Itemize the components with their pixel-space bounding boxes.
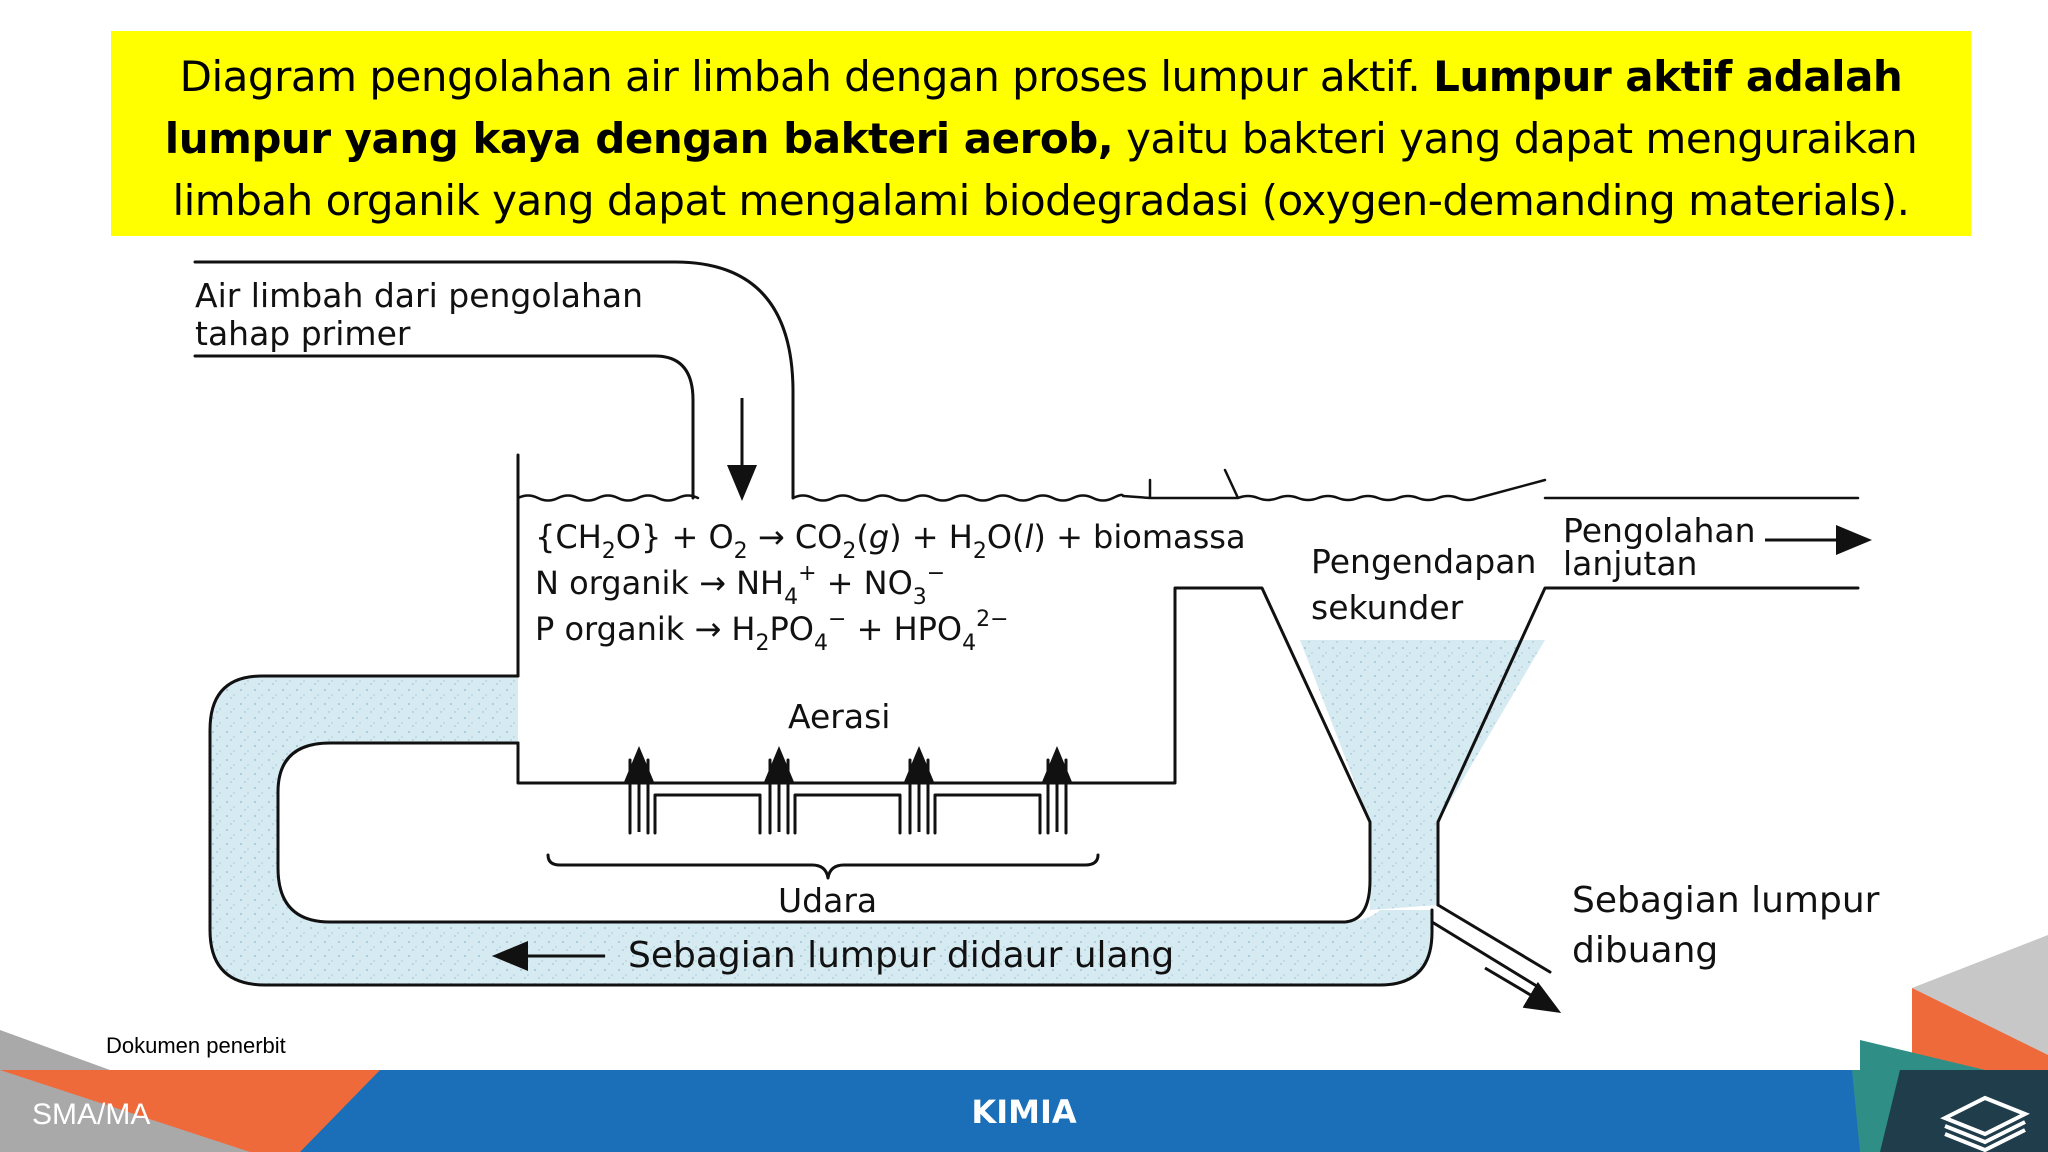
footer-bar [0, 1070, 2048, 1152]
waste-arrow [1484, 966, 1562, 1014]
inflow-label-line2: tahap primer [195, 314, 411, 353]
settling-label-line2: sekunder [1311, 588, 1464, 627]
sludge-fill [210, 640, 1545, 985]
books-icon [1940, 1095, 2030, 1152]
further-label-line2: lanjutan [1563, 544, 1697, 583]
air-diffusers [628, 758, 1068, 835]
caption-text: Diagram pengolahan air limbah dengan pro… [179, 52, 1434, 101]
water-surface [516, 468, 1860, 502]
clarifier-fill [1300, 640, 1545, 910]
caption-box: Diagram pengolahan air limbah dengan pro… [111, 31, 1971, 236]
corner-decoration [1860, 935, 2048, 1070]
waste-label-line1: Sebagian lumpur [1572, 880, 1880, 921]
reaction-3: P organik → H2PO4− + HPO42− [535, 607, 1009, 656]
recycle-loop-inner [276, 741, 1372, 924]
source-note: Dokumen penerbit [106, 1033, 286, 1058]
clarifier-wall [1436, 586, 1860, 907]
inflow-pipe-inner [193, 354, 695, 500]
settling-label-line1: Pengendapan [1311, 542, 1536, 581]
aeration-tank-wall [516, 453, 1372, 882]
caption-text-end: yaitu bakteri yang dapat menguraikan lim… [172, 114, 1918, 225]
caption-bold-text: Lumpur aktif adalah lumpur yang kaya den… [164, 52, 1903, 163]
reaction-1: {CH2O} + O2 → CO2(g) + H2O(l) + biomassa [535, 518, 1246, 564]
air-label: Udara [778, 881, 877, 920]
waste-label-line2: dibuang [1572, 930, 1718, 971]
further-label-line1: Pengolahan [1563, 511, 1756, 550]
inflow-pipe-outer [193, 260, 795, 500]
activated-sludge-diagram: Air limbah dari pengolahan tahap primer … [0, 260, 2048, 1070]
footer-level: SMA/MA [32, 1098, 151, 1131]
waste-outlet [1430, 903, 1552, 987]
inflow-label-line1: Air limbah dari pengolahan [195, 276, 643, 315]
corner-decoration-left [0, 1030, 110, 1070]
air-brace [546, 853, 1100, 880]
reaction-equations: {CH2O} + O2 → CO2(g) + H2O(l) + biomassa… [535, 518, 1246, 656]
recycle-loop-outer [208, 674, 1434, 987]
recycle-label: Sebagian lumpur didaur ulang [628, 935, 1174, 976]
reaction-2: N organik → NH4+ + NO3− [535, 561, 945, 610]
footer-subject: KIMIA [971, 1093, 1077, 1131]
aeration-label: Aerasi [788, 697, 890, 736]
